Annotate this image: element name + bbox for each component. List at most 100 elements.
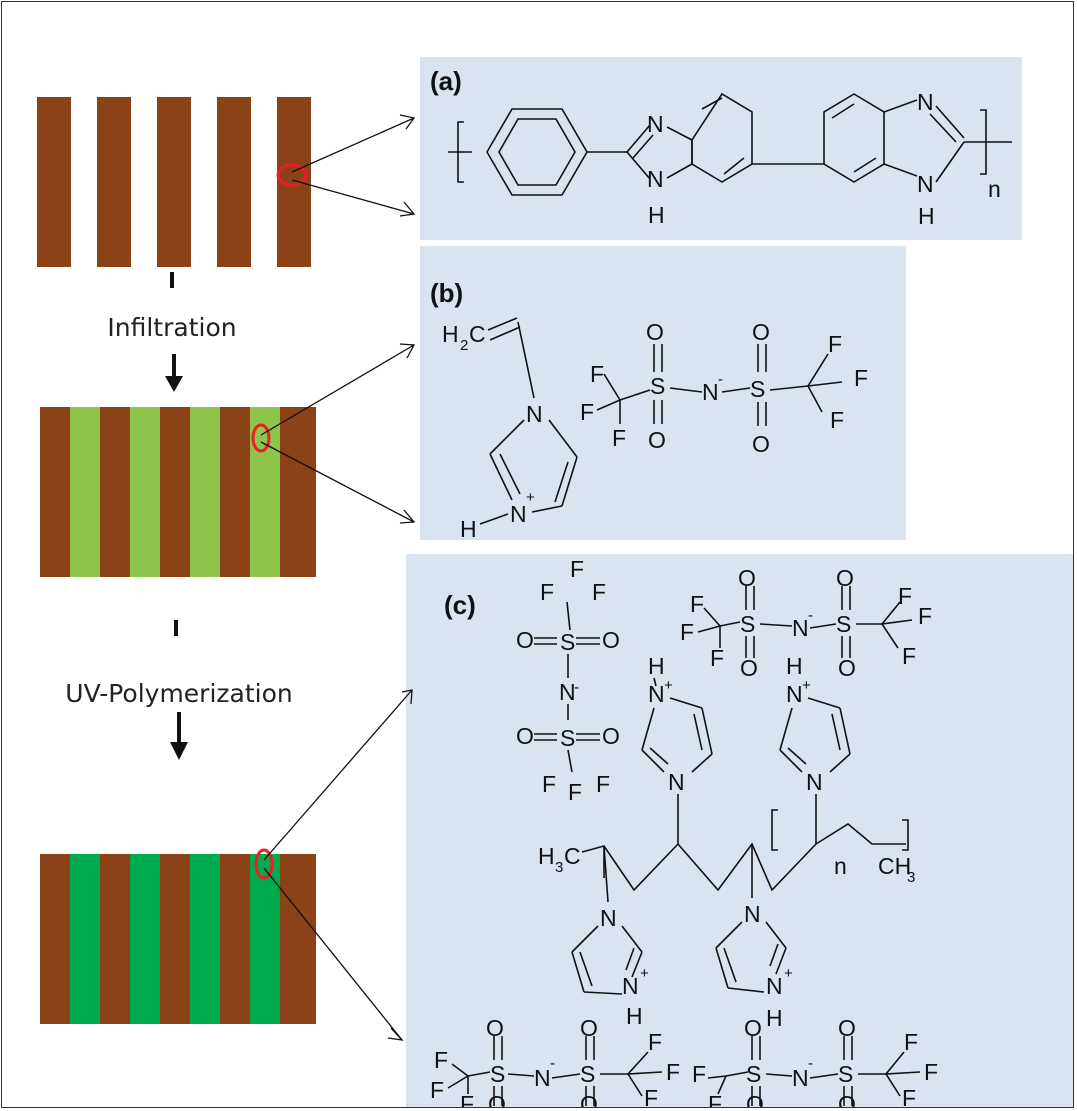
atom-H: H [538, 843, 555, 869]
atom-N: N [600, 905, 617, 931]
atom-F: F [460, 1091, 474, 1108]
atom-F: F [692, 1061, 706, 1087]
zoom-arrows [260, 114, 416, 1041]
atom-H: H [460, 516, 477, 542]
atom-O: O [744, 1015, 762, 1041]
stage-3-polymerized [40, 848, 316, 1024]
atom-N: N [786, 681, 803, 707]
atom-S: S [750, 376, 765, 402]
atom-F: F [680, 619, 694, 645]
repeat-n: n [988, 176, 1001, 202]
atom-N: N [526, 401, 543, 427]
atom-F: F [592, 579, 606, 605]
subscript-2: 2 [460, 337, 468, 354]
atom-S: S [560, 629, 575, 655]
step-infiltration-label: Infiltration [107, 313, 236, 342]
atom-F: F [644, 1085, 658, 1108]
step-uv-polymerization-label: UV-Polymerization [65, 679, 292, 708]
charge-plus: + [784, 965, 793, 982]
atom-F: F [596, 771, 610, 797]
atom-F: F [904, 1029, 918, 1055]
atom-S: S [490, 1061, 505, 1087]
highlight-circle [254, 848, 274, 880]
atom-O: O [740, 655, 758, 681]
panel-c-structure: (c) F F F O S O N - O S O F F F F F F S … [430, 556, 938, 1108]
repeat-n: n [834, 853, 847, 879]
atom-F: F [648, 1029, 662, 1055]
atom-F: F [542, 771, 556, 797]
highlight-circle [276, 163, 308, 187]
atom-O: O [838, 1091, 856, 1108]
rod [280, 407, 316, 577]
atom-F: F [540, 579, 554, 605]
rod [160, 854, 190, 1024]
atom-N: N [744, 901, 761, 927]
rod [217, 97, 251, 267]
atom-F: F [568, 779, 582, 805]
panel-c-label: (c) [444, 590, 476, 620]
atom-O: O [602, 627, 620, 653]
atom-C: C [564, 843, 581, 869]
rod [220, 407, 250, 577]
atom-O: O [486, 1015, 504, 1041]
atom-N: N [806, 769, 823, 795]
atom-CH: CH [878, 853, 911, 879]
atom-N: N [766, 973, 783, 999]
atom-O: O [516, 723, 534, 749]
rod [40, 854, 70, 1024]
atom-F: F [666, 1059, 680, 1085]
rod [97, 97, 131, 267]
atom-N: N [510, 501, 527, 527]
panel-c-background [406, 554, 1073, 1107]
atom-F: F [918, 603, 932, 629]
rod [100, 407, 130, 577]
atom-O: O [752, 319, 770, 345]
subscript-3: 3 [555, 859, 563, 876]
atom-N: N [647, 111, 664, 137]
atom-O: O [602, 723, 620, 749]
atom-F: F [708, 1091, 722, 1108]
charge-plus: + [802, 677, 811, 694]
rod [100, 854, 130, 1024]
atom-O: O [752, 431, 770, 457]
atom-O: O [488, 1091, 506, 1108]
atom-H: H [626, 1003, 643, 1029]
atom-F: F [898, 583, 912, 609]
rod [157, 97, 191, 267]
atom-O: O [738, 565, 756, 591]
down-arrow [170, 712, 188, 760]
panel-a-label: (a) [430, 66, 462, 96]
charge-minus: - [718, 371, 723, 388]
atom-O: O [838, 655, 856, 681]
atom-F: F [434, 1047, 448, 1073]
atom-O: O [580, 1015, 598, 1041]
atom-O: O [746, 1091, 764, 1108]
atom-F: F [430, 1077, 444, 1103]
panel-a-background [420, 57, 1022, 240]
atom-N: N [647, 166, 664, 192]
atom-H: H [442, 321, 459, 347]
stage-1-rods [37, 97, 311, 267]
panel-b-background [420, 246, 906, 540]
atom-F: F [580, 399, 594, 425]
atom-O: O [516, 627, 534, 653]
atom-F: F [590, 361, 604, 387]
atom-H: H [918, 203, 935, 229]
atom-N: N [792, 615, 809, 641]
atom-N: N [534, 1065, 551, 1091]
charge-plus: + [526, 489, 535, 506]
atom-S: S [746, 1061, 761, 1087]
atom-F: F [902, 643, 916, 669]
atom-N: N [917, 89, 934, 115]
panel-a-structure: (a) N N H N N H [430, 66, 1012, 229]
atom-N: N [622, 973, 639, 999]
atom-S: S [580, 1061, 595, 1087]
atom-N: N [702, 379, 719, 405]
atom-F: F [854, 365, 868, 391]
atom-F: F [924, 1059, 938, 1085]
atom-S: S [650, 373, 665, 399]
atom-O: O [648, 427, 666, 453]
atom-F: F [830, 407, 844, 433]
